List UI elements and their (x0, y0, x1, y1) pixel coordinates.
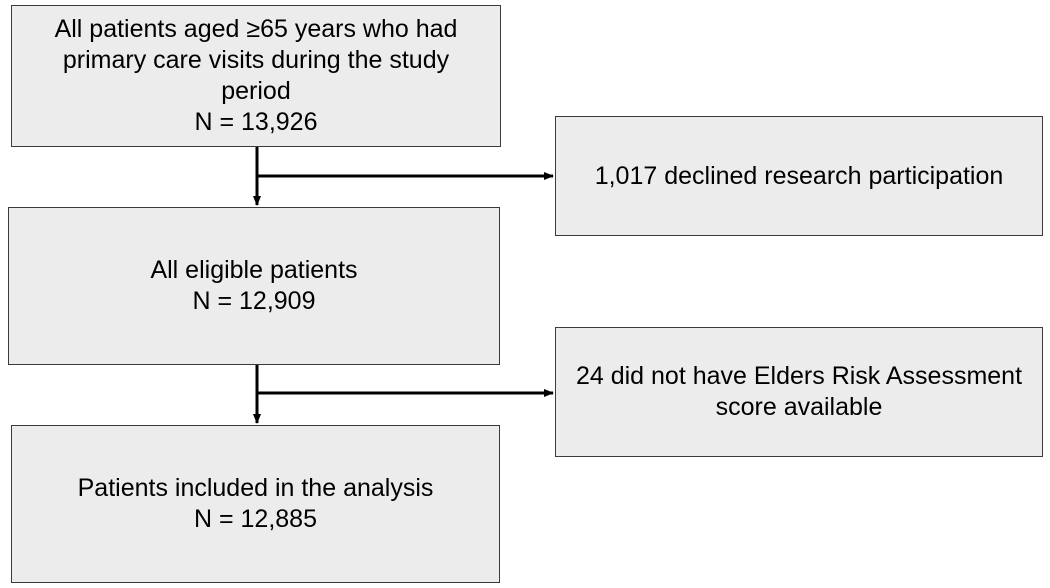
eligible-patients-box: All eligible patients N = 12,909 (8, 207, 500, 365)
eligible-patients-label: All eligible patients (150, 256, 358, 284)
eligible-patients-count: N = 12,909 (192, 287, 316, 315)
total-patients-count: N = 13,926 (194, 108, 318, 136)
no-score-box: 24 did not have Elders Risk Assessment s… (555, 327, 1043, 457)
total-patients-box: All patients aged ≥65 years who had prim… (11, 5, 501, 147)
declined-participation-text: 1,017 declined research participation (594, 161, 1004, 190)
included-patients-box: Patients included in the analysis N = 12… (11, 425, 500, 583)
included-patients-count: N = 12,885 (193, 505, 317, 533)
total-patients-line2: primary care visits during the study (62, 46, 450, 74)
no-score-line2: score available (715, 393, 883, 421)
total-patients-line3: period (221, 77, 291, 105)
no-score-line1: 24 did not have Elders Risk Assessment (575, 362, 1023, 390)
included-patients-label: Patients included in the analysis (77, 474, 434, 502)
total-patients-line1: All patients aged ≥65 years who had (54, 15, 458, 43)
declined-participation-box: 1,017 declined research participation (555, 116, 1043, 236)
